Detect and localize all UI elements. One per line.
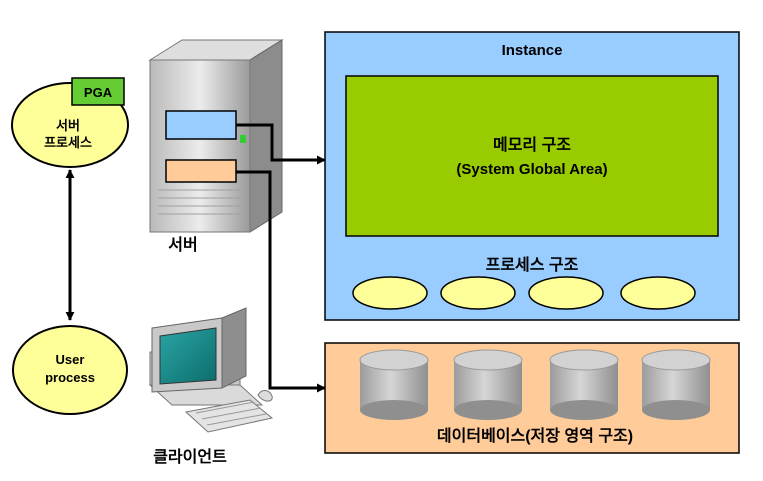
sga-label-line2: (System Global Area) <box>456 161 607 178</box>
user-process: User process <box>12 325 128 415</box>
server-memory-slot <box>165 110 237 140</box>
user-process-ellipse <box>12 325 128 415</box>
server-process: PGA 서버 프로세스 <box>11 77 129 168</box>
user-process-label-line1: User <box>56 352 85 367</box>
pga-label: PGA <box>84 85 113 100</box>
server-process-label-line2: 프로세스 <box>44 135 92 150</box>
database-label: 데이터베이스(저장 영역 구조) <box>437 427 633 445</box>
database-box: 데이터베이스(저장 영역 구조) <box>324 342 740 454</box>
background-process-ellipse <box>528 276 604 310</box>
background-process-ellipse <box>352 276 428 310</box>
server-to-instance-arrow <box>236 123 326 165</box>
disk-icon <box>549 349 619 420</box>
pga-box <box>71 77 125 106</box>
server-storage-slot <box>165 159 237 183</box>
background-process-ellipse <box>620 276 696 310</box>
server-to-database-arrow <box>236 170 326 393</box>
background-process-ellipse <box>440 276 516 310</box>
server-label: 서버 <box>168 236 197 254</box>
processes-label: 프로세스 구조 <box>486 256 579 274</box>
sga-box <box>345 75 719 237</box>
disk-icon <box>359 349 429 420</box>
instance-box: Instance 메모리 구조 (System Global Area) 프로세… <box>324 31 740 321</box>
server-process-label-line1: 서버 <box>56 118 80 133</box>
disk-icon <box>453 349 523 420</box>
disk-icon <box>641 349 711 420</box>
sga-label-line1: 메모리 구조 <box>493 136 571 154</box>
server-tower-icon <box>148 39 284 233</box>
user-process-label-line2: process <box>45 370 95 385</box>
client-computer-icon <box>148 307 274 433</box>
client-label: 클라이언트 <box>153 448 227 466</box>
instance-title: Instance <box>502 42 563 59</box>
